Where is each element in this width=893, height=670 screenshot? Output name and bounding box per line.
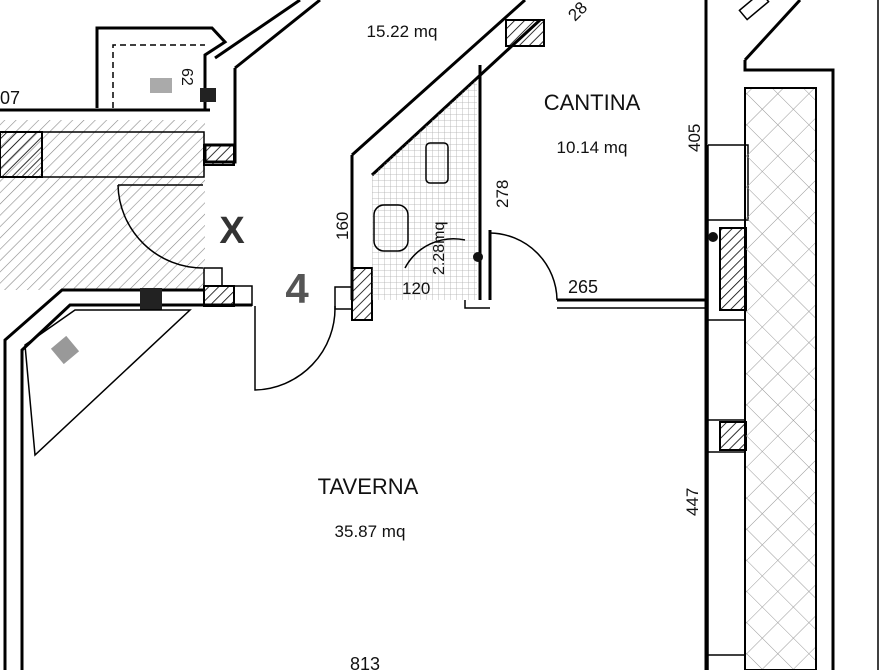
- room-area-upper: 15.22 mq: [367, 22, 438, 41]
- hatched-stair-area: [0, 120, 205, 290]
- dim-07: 07: [0, 88, 20, 108]
- dim-120: 120: [402, 279, 430, 298]
- room-area-bathroom: 2.28mq: [431, 222, 448, 275]
- room-area-taverna: 35.87 mq: [335, 522, 406, 541]
- room-area-cantina: 10.14 mq: [557, 138, 628, 157]
- dim-447: 447: [683, 488, 702, 516]
- dim-278: 278: [493, 180, 512, 208]
- room-name-taverna: TAVERNA: [318, 474, 419, 499]
- dim-282: 28: [564, 0, 591, 25]
- dim-265: 265: [568, 277, 598, 297]
- walls: [3, 0, 879, 670]
- marker-x: X: [219, 210, 245, 252]
- dim-813: 813: [350, 654, 380, 670]
- small-room-top-left: [0, 26, 228, 112]
- dim-62: 62: [178, 68, 195, 86]
- room-name-cantina: CANTINA: [544, 90, 641, 115]
- dim-160: 160: [333, 212, 352, 240]
- marker-4: 4: [285, 265, 309, 312]
- dim-405: 405: [685, 124, 704, 152]
